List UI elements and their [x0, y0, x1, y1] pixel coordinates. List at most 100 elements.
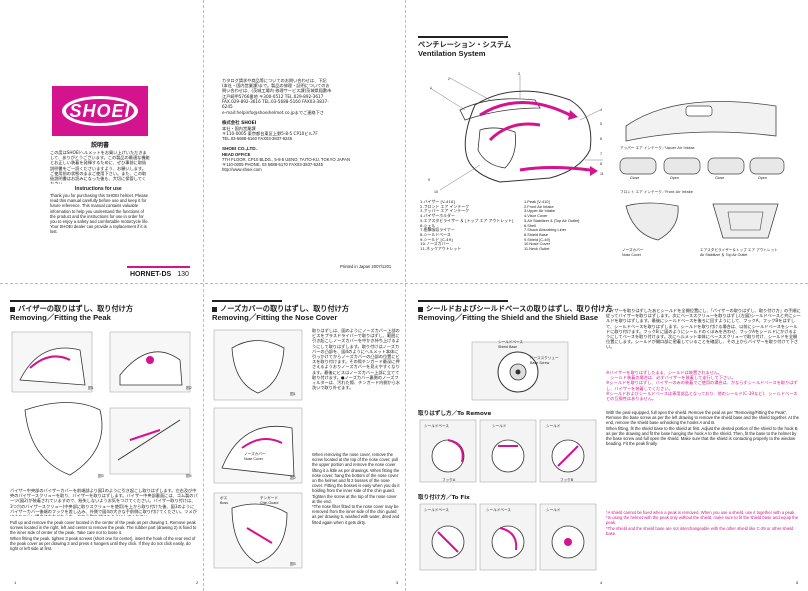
- instructions-title-jp: 説明書: [91, 142, 110, 149]
- note-en: *In using the helmet with the peak only …: [606, 515, 799, 526]
- model-number: 130: [177, 271, 189, 278]
- part-jp: 11.ネックアウトレット: [420, 246, 462, 252]
- peak-body-jp: バイザー中央部のバイザーカバーを前端部より図1のように引き起こし取りはずします。…: [10, 488, 198, 516]
- page-number: 2: [196, 580, 199, 585]
- nose-title-jp: ノーズカバーの取りはずし、取り付け方: [220, 304, 350, 313]
- shield-fix-illustrations: [419, 503, 597, 571]
- peak-removal-illustrations: [11, 331, 191, 476]
- instructions-body-jp: この度はSHOEIヘルメットをお買い上げいただきまして、ありがとうございます。こ…: [50, 150, 150, 184]
- email-jp: e-mail:helpinfo@shoeihelmet.co.jpまでご連絡下さ…: [222, 110, 324, 116]
- company-address-jp: 〒110-0005 東京都台東区上野5-8-5 CP10ビル7F: [222, 131, 318, 136]
- peak-title: バイザーの取りはずし、取り付け方 Removing／Fitting the Pe…: [10, 300, 133, 322]
- close-label: Close: [630, 176, 640, 180]
- instructions-body-en: Thank you for purchasing this SHOEI helm…: [50, 193, 150, 235]
- company-jp: 株式会社 SHOEI: [222, 121, 257, 126]
- boss-label-en: Boss: [220, 501, 228, 505]
- part-jp: 2.フロント エア インテーク: [420, 203, 469, 209]
- peak-fig-3: 図3: [98, 474, 104, 478]
- chin-guard-label-jp: チンガード: [260, 496, 278, 500]
- callout-6: 6: [600, 137, 602, 141]
- brand-block: SHOEI: [52, 86, 148, 136]
- part-jp: 8.シールドベース: [420, 231, 451, 237]
- shield-base-label-jp: シールドベース: [424, 508, 449, 512]
- peak-title-en: Removing／Fitting the Peak: [10, 313, 111, 322]
- nose-stabilizer-illustrations: [625, 202, 779, 241]
- note-jp: ※バイザーを取りはずしたまま、シールドは装置されません。: [606, 370, 723, 375]
- air-stabilizer-label-jp: エアスタビライザー＆トップ エア アウトレット: [700, 248, 778, 252]
- to-fix-heading: 取り付け方／To Fix: [418, 495, 470, 501]
- peak-fig-4: 図4: [186, 474, 192, 478]
- callout-1: 1: [430, 86, 432, 90]
- catalog-contact-jp: カタログ請求や商品等についてのお問い合わせは、下記(本社・国内営業課)まで。製品…: [222, 78, 332, 108]
- callout-9: 9: [428, 178, 430, 182]
- part-jp: 6.シェル: [420, 222, 436, 228]
- callout-4: 4: [600, 108, 602, 112]
- printed-note: Printed in Japan 2007/1201: [340, 264, 392, 269]
- ventilation-title-jp: ベンチレーション・システム: [418, 40, 512, 49]
- part-jp: 5.エアスタビライザー ＆ [トップ エア アウトレット]: [420, 217, 514, 223]
- shield-label-jp: シールド: [492, 424, 507, 428]
- peak-fig-1: 図1: [88, 386, 94, 390]
- page-number: 5: [796, 580, 799, 585]
- company-tel-jp: TEL.03-5688-5160 FAX03-3837-6245: [222, 136, 293, 141]
- boss-label-jp: ボス: [220, 496, 228, 500]
- part-jp: 10.ノーズカバー: [420, 241, 450, 247]
- shield-label-jp: シールド: [546, 508, 561, 512]
- nose-cover-label-jp: ノーズカバー: [622, 248, 644, 252]
- base-screw-label-jp: ベーススクリュー: [530, 356, 559, 360]
- company-en: SHOEI CO.,LTD.: [222, 146, 257, 151]
- callout-7: 7: [600, 152, 602, 156]
- shield-base-label-jp: シールドベース: [498, 340, 523, 344]
- part-en: 5.Air Stabilizer & [Top Air Outlet]: [524, 217, 580, 223]
- fold-line: [0, 283, 808, 284]
- close-label: Close: [715, 176, 725, 180]
- fold-line: [405, 0, 406, 591]
- part-jp: 7.衝撃吸収ライナー: [420, 227, 455, 233]
- model-line: HORNET-DS 130: [130, 271, 189, 278]
- hook-a-label: フックA: [442, 478, 456, 482]
- model-rule: [127, 266, 190, 268]
- open-label: Open: [758, 176, 767, 180]
- part-jp: 1.バイザー [V-410]: [420, 199, 455, 204]
- page-number: 4: [600, 580, 603, 585]
- nose-cover-illustrations: [213, 329, 303, 569]
- parts-list-jp: 1.バイザー [V-410] 2.フロント エア インテーク 3.アッパー エア…: [420, 199, 514, 252]
- shield-title-jp: シールドおよびシールドベースの取りはずし、取り付け方: [426, 304, 613, 313]
- nose-fig-2: 図2: [290, 476, 296, 480]
- nose-title-en: Removing／Fitting the Nose Cover: [212, 313, 338, 322]
- shield-base-label-jp: シールドベース: [424, 424, 449, 428]
- shoei-logo: [62, 96, 138, 126]
- shield-body-en: With the peal equipped, full open the sh…: [606, 410, 799, 447]
- note-jp: ※シールドおよびシールドベースは専用部品となっており、他のシールド(C-39など…: [606, 390, 798, 402]
- head-office: HEAD OFFICE: [222, 152, 251, 157]
- hook-b-label: フックB: [560, 478, 574, 482]
- shield-base-closeup: [471, 341, 569, 401]
- front-air-intake-label: フロント エア インテーク／Front Air Intake: [620, 190, 693, 194]
- to-remove-heading: 取りはずし方／To Remove: [418, 411, 492, 417]
- address-en: 7TH FLOOR, CP10 BLDG., 5-8-5 UENO, TAITO…: [222, 157, 350, 162]
- instructions-title-en: Instructions for use: [75, 186, 122, 192]
- callout-3: 3: [518, 72, 520, 76]
- part-en: 11.Neck Outlet: [524, 246, 550, 252]
- peak-fig-2: 図2: [186, 386, 192, 390]
- part-jp: 3.アッパー エア インテーク: [420, 208, 469, 214]
- nose-cover-label-en: Nose Cover: [244, 457, 263, 461]
- intake-switch-illustrations: [619, 157, 785, 175]
- part-jp: 4.バイザーホルダー: [420, 213, 455, 219]
- website-link[interactable]: http://www.shoei.com: [222, 167, 262, 172]
- shield-title-en: Removing／Fitting the Shield and the Shie…: [418, 313, 599, 322]
- company-office-jp: 本社・国内営業課: [222, 126, 256, 131]
- air-stabilizer-label-en: Air Stabilizer ＆ Top Air Outlet: [700, 253, 748, 257]
- nose-fig-3: 図3: [290, 562, 296, 566]
- shield-notes-jp: ※バイザーを取りはずしたまま、シールドは装置されません。 シールド装着の場合は、…: [606, 370, 801, 401]
- part-en: 9.Shield [C-49]: [524, 236, 550, 242]
- part-en: 1.Peak [V-410]: [524, 199, 550, 204]
- shield-base-label-jp: シールドベース: [486, 508, 511, 512]
- ventilation-title: ベンチレーション・システム Ventilation System: [418, 36, 512, 58]
- nose-cover-label-en: Nose Cover: [622, 253, 641, 257]
- part-jp: 9.シールド [C-49]: [420, 236, 453, 242]
- part-en: 2.Front Air Intake: [524, 203, 554, 209]
- part-en: 3.Upper Air Intake: [524, 208, 556, 214]
- fold-line: [203, 0, 204, 591]
- base-screw-label-en: Base Screw: [530, 361, 550, 365]
